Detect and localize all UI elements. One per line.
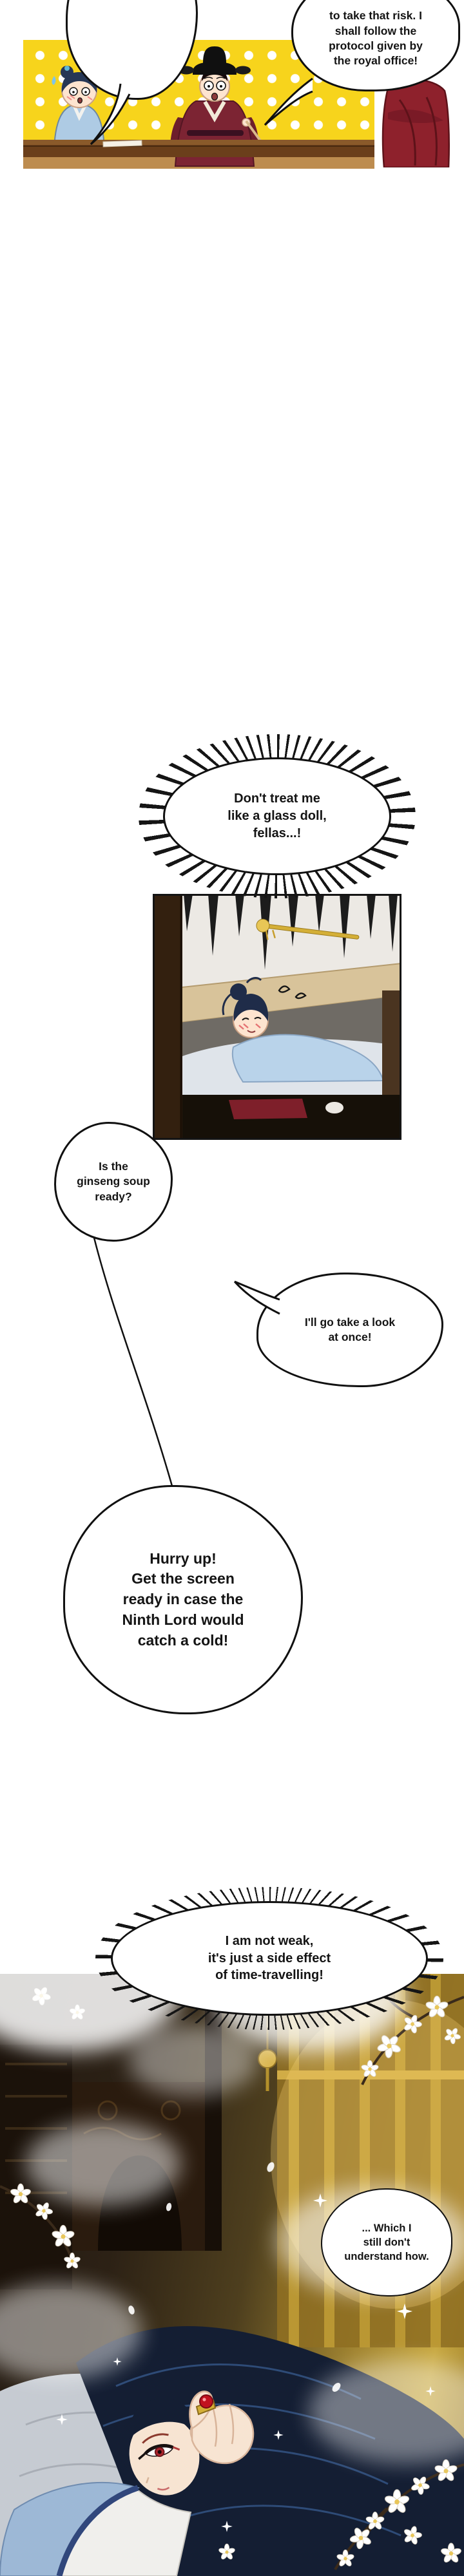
panel-resting-art <box>152 894 402 1140</box>
panel-resting-lord <box>152 894 402 1140</box>
attendant-red-art <box>382 63 450 169</box>
attendant-figure <box>380 61 451 169</box>
gold-hairpin <box>256 918 360 940</box>
speech-bubble-look: I'll go take a look at once! <box>256 1273 443 1387</box>
speech-bubble-glass-doll: Don't treat me like a glass doll, fellas… <box>163 757 391 875</box>
bubble-tail <box>264 77 313 126</box>
emphasis-lines <box>159 894 398 970</box>
paper-sheet <box>102 140 142 147</box>
resting-lord-character <box>222 977 385 1083</box>
bubble-tail <box>233 1280 280 1315</box>
speech-bubble-not-weak: I am not weak, it's just a side effect o… <box>111 1901 428 2016</box>
bed-post <box>153 894 182 1140</box>
speech-bubble-ginseng: Is the ginseng soup ready? <box>54 1122 173 1242</box>
mist-smoke <box>309 2360 464 2463</box>
panel-official-art <box>23 46 374 169</box>
official-hat <box>203 46 226 63</box>
attendant-red-character <box>382 63 450 169</box>
ninth-lord-face <box>128 2398 200 2496</box>
sweat-drop <box>52 76 56 85</box>
mist-smoke <box>129 2025 258 2096</box>
distress-squiggles <box>278 985 307 999</box>
robes <box>0 2481 192 2576</box>
gold-tassel <box>258 1974 277 2091</box>
mist-smoke <box>0 2283 142 2380</box>
hand-with-ring <box>189 2391 255 2465</box>
ruby-ring <box>199 2394 213 2409</box>
eyebrow <box>142 2433 169 2444</box>
speech-bubble-hurry: Hurry up! Get the screen ready in case t… <box>63 1485 303 1714</box>
bubble-tail <box>90 83 131 146</box>
bubble-thread-line <box>93 1237 175 1493</box>
mist-smoke <box>26 2122 180 2206</box>
speech-bubble-protocol: to take that risk. I shall follow the pr… <box>291 0 460 91</box>
speech-bubble-still-dont: ... Which I still don't understand how. <box>321 2188 452 2297</box>
desk <box>23 140 374 157</box>
